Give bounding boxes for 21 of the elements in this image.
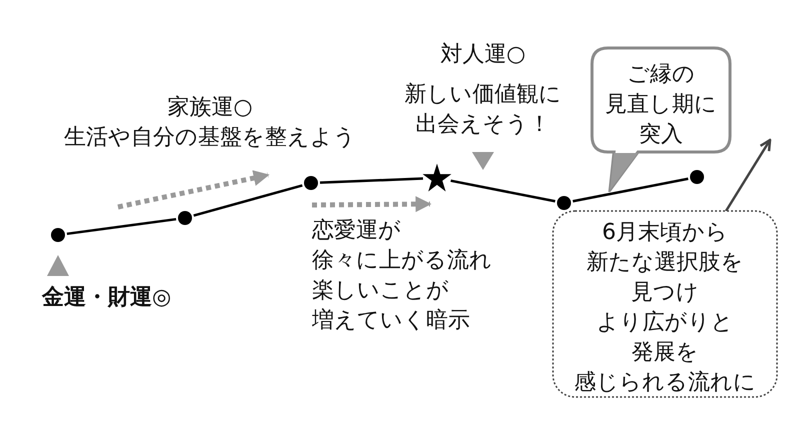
- timeline-line: [66, 218, 176, 236]
- timeline-dot: [51, 228, 65, 242]
- annotation-text: 対人運○: [440, 41, 526, 69]
- note-text: 6月末頃から新たな選択肢を見つけより広がりと発展を感じられる流れに: [574, 219, 756, 397]
- timeline-dot: [690, 170, 704, 184]
- speech-bubble: [590, 46, 732, 192]
- heading-label: 金運・財運◎: [42, 284, 172, 312]
- annotation-text: 恋愛運が徐々に上がる流れ楽しいことが増えていく暗示: [312, 217, 492, 335]
- star-marker: [422, 163, 452, 193]
- annotation-text: 新しい価値観に出会えそう！: [404, 81, 562, 139]
- timeline-dot: [557, 196, 571, 210]
- timeline-dot: [178, 211, 192, 225]
- arrow: [724, 138, 772, 212]
- timeline-line: [572, 178, 688, 202]
- annotation-text: 生活や自分の基盤を整えよう: [64, 124, 356, 152]
- timeline-line: [450, 179, 556, 202]
- timeline-line: [193, 184, 303, 217]
- timeline-dot: [304, 176, 318, 190]
- bubble-text: ご縁の見直し期に突入: [605, 61, 717, 149]
- timeline-line: [320, 177, 424, 184]
- annotation-text: 家族運○: [167, 94, 253, 122]
